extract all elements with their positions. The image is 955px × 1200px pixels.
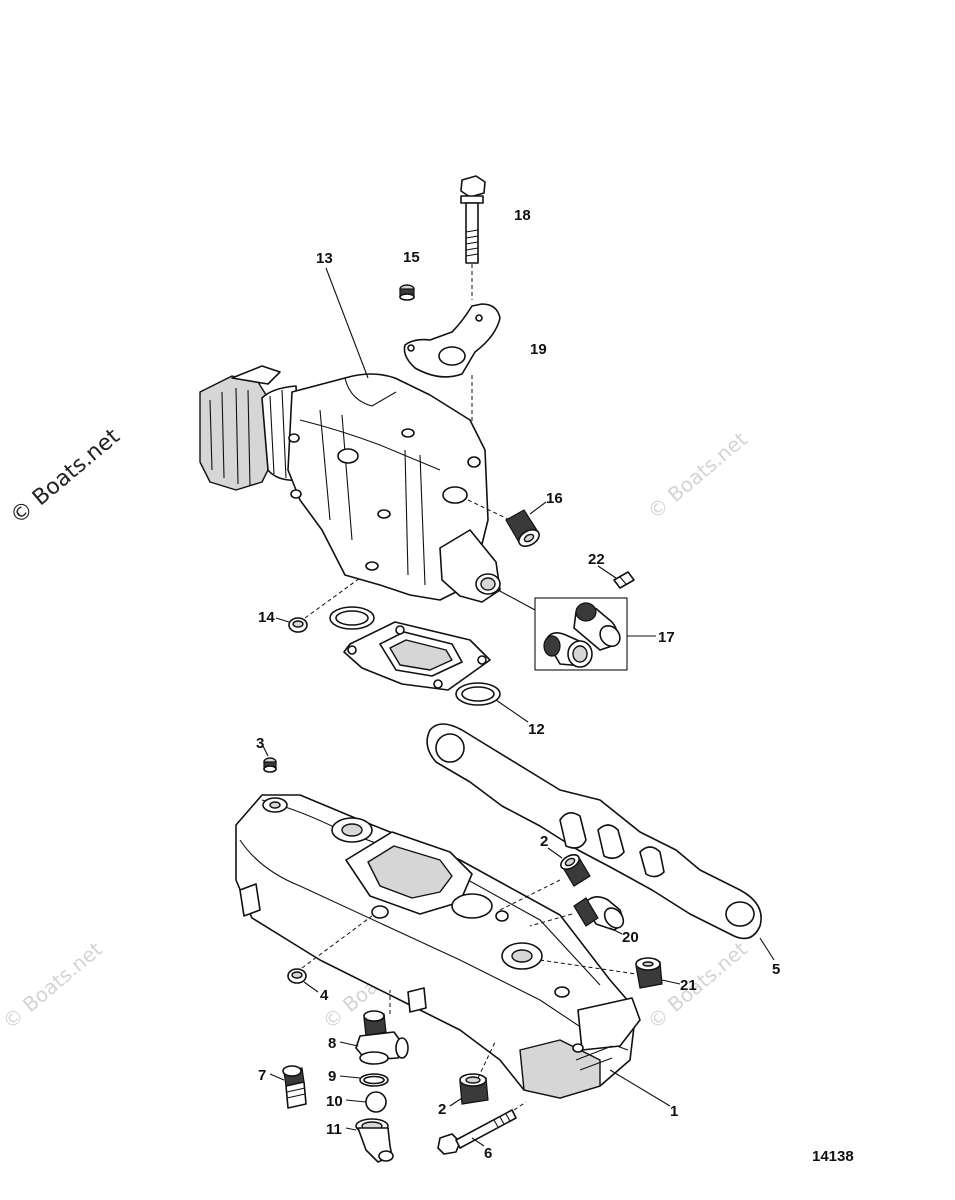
leader-16 [529,501,547,515]
callout-19: 19 [530,341,547,358]
part-10-check-ball [365,1091,387,1113]
leader-9 [339,1075,361,1079]
part-7-plug [282,1065,307,1109]
callout-3: 3 [256,735,264,752]
callout-15: 15 [403,249,420,266]
part-2-plug-upper [560,853,591,887]
callout-9: 9 [328,1068,336,1085]
part-18-bolt [460,175,486,264]
callout-11: 11 [326,1121,342,1138]
leader-13 [325,267,369,379]
leader-12 [495,699,529,723]
callout-4: 4 [320,987,329,1004]
leader-4 [303,981,319,993]
leader-8 [339,1041,359,1047]
part-13-exhaust-elbow [199,365,501,603]
leader-2-upper [547,847,563,859]
part-2-plug-lower [459,1073,489,1105]
callout-labels: 18 13 15 19 16 22 17 14 12 3 2 20 5 21 4… [256,207,780,1162]
dash-14 [304,577,361,619]
leader-14 [275,617,290,623]
callout-1: 1 [670,1103,678,1120]
leader-7 [269,1073,285,1081]
callout-13: 13 [316,250,333,267]
part-1-exhaust-manifold [235,794,641,1099]
part-3-plug [263,757,277,773]
part-12-gasket-set [329,606,501,706]
leader-6 [471,1137,485,1147]
leader-17-from-spigot [497,589,536,611]
leader-22 [597,565,617,579]
part-21-plug [635,957,663,989]
callout-21: 21 [680,977,697,994]
part-22-fitting [613,571,635,589]
leader-5 [759,937,775,961]
callout-12: 12 [528,721,545,738]
dash-21 [539,959,637,975]
leader-20 [609,927,623,935]
watermark-faint: © Boats.net [643,427,752,524]
leader-21 [661,979,681,985]
dash-20 [529,913,573,927]
part-14-plug [288,617,308,633]
callout-8: 8 [328,1035,336,1052]
callout-14: 14 [258,609,275,626]
callout-6: 6 [484,1145,492,1162]
part-20-hose-fitting [573,896,625,931]
leader-11 [345,1127,357,1131]
part-11-elbow-fitting [355,1118,394,1163]
watermark-faint: © Boats.net [0,937,107,1034]
dash-4 [301,915,373,969]
callout-5: 5 [772,961,780,978]
callout-2-lower: 2 [438,1101,446,1118]
part-19-bracket [403,303,501,378]
callout-10: 10 [326,1093,343,1110]
figure-number: 14138 [812,1148,854,1165]
callout-22: 22 [588,551,605,568]
leader-1 [609,1069,671,1107]
callout-17: 17 [658,629,675,646]
watermark-faint: © Boats.net [643,937,752,1034]
callout-20: 20 [622,929,639,946]
leader-2-lower [449,1097,463,1107]
part-8-tee-fitting [355,1010,409,1065]
part-4-plug [287,968,307,984]
callout-2-upper: 2 [540,833,548,850]
callout-7: 7 [258,1067,266,1084]
part-15-plug [399,284,415,301]
part-16-plug [505,509,540,547]
leader-3 [261,743,269,757]
dash-2-lower [477,1039,497,1079]
callout-16: 16 [546,490,563,507]
watermark-side: © Boats.net [6,424,125,530]
part-5-gasket [426,723,762,940]
callout-18: 18 [514,207,531,224]
dash-6 [513,1101,527,1111]
part-9-o-ring [359,1073,389,1087]
leader-10 [345,1099,367,1103]
part-17-hose-fittings [534,597,628,671]
part-6-bolt [437,1109,517,1155]
dash-16 [467,499,511,521]
